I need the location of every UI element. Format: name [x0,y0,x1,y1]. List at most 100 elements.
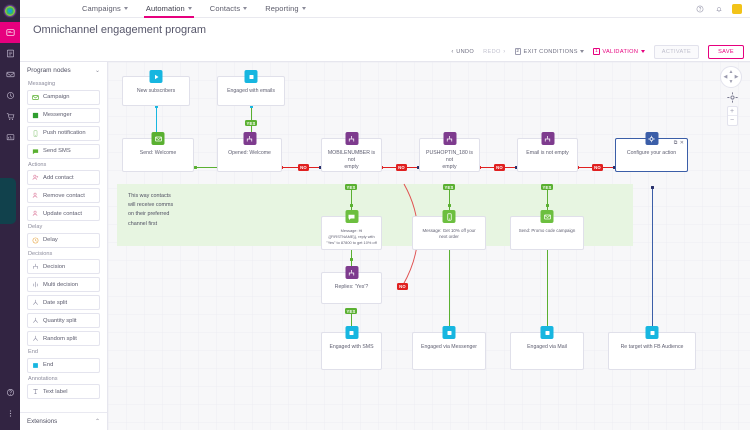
notification-bell-icon[interactable] [713,3,724,14]
node-pushoptin-not-empty[interactable]: PUSHOPTIN_180 is not empty [419,132,480,172]
redo-label: REDO [483,48,501,55]
node-label: Message: Hi {{FIRSTNAME}}, reply with "Y… [326,228,377,245]
node-retarget-fb-audience[interactable]: Re target with FB Audience [608,326,696,370]
node-message-sms[interactable]: Message: Hi {{FIRSTNAME}}, reply with "Y… [321,210,382,250]
palette-item-quantity-split[interactable]: Quantity split [27,313,100,328]
node-send-welcome[interactable]: Send: Welcome [122,132,194,172]
chevron-down-icon [301,7,306,10]
palette-item-campaign[interactable]: Campaign [27,89,100,105]
redo-button[interactable]: REDO › [483,49,505,55]
pan-control[interactable]: ▲ ▼ ◀ ▶ [720,66,742,88]
top-navigation: Campaigns Automation Contacts Reporting [20,0,750,18]
pan-down-button[interactable]: ▼ [728,79,734,85]
palette-item-messenger[interactable]: Messenger [27,107,100,123]
pan-up-button[interactable]: ▲ [728,69,734,75]
extensions-section[interactable]: Extensions ⌃ [20,412,107,430]
palette-item-label: Remove contact [43,192,85,199]
topnav-item-contacts[interactable]: Contacts [210,0,248,18]
decision-icon [32,263,39,270]
topnav-item-reporting[interactable]: Reporting [265,0,306,18]
node-message-push[interactable]: Message: Get 10% off your next order [412,210,486,250]
push-icon [442,210,456,223]
node-email-not-empty[interactable]: Email is not empty [517,132,578,172]
edge-port [349,258,353,261]
exit-conditions-button[interactable]: 2 EXIT CONDITIONS [514,48,585,55]
node-replies-yes[interactable]: Replies: 'Yes'? [321,266,382,304]
palette-item-date-split[interactable]: Date split [27,295,100,310]
zoom-out-button[interactable]: − [729,117,735,124]
node-engaged-with-sms[interactable]: Engaged with SMS [321,326,382,370]
messenger-icon [32,112,39,119]
palette-item-delay[interactable]: Delay [27,232,100,248]
branch-label-no: NO [397,283,408,290]
node-mobilenumber-not-empty[interactable]: MOBILENUMBER is not empty [321,132,382,172]
campaigns-icon [5,28,15,37]
palette-item-label: Campaign [43,94,70,100]
pan-right-button[interactable]: ▶ [734,74,739,80]
node-new-subscribers[interactable]: New subscribers [122,70,190,106]
rail-item-automation[interactable] [0,85,20,106]
rail-item-more[interactable] [0,403,20,424]
rail-item-templates[interactable] [0,43,20,64]
save-button[interactable]: SAVE [708,44,744,59]
flow-canvas[interactable]: This way contacts will receive comms on … [108,62,750,430]
edge-no-to-configure-action [603,167,615,168]
topnav-item-campaigns[interactable]: Campaigns [82,0,128,18]
undo-button[interactable]: ‹ UNDO [451,49,474,55]
palette-item-send-sms[interactable]: Send SMS [27,143,100,159]
automation-icon [6,91,15,100]
palette-item-update-contact[interactable]: Update contact [27,206,100,221]
node-configure-your-action[interactable]: ⧉ ✕ Configure your action [615,132,688,172]
validation-button[interactable]: 1 VALIDATION [593,48,645,55]
palette-group-delay: Delay [28,224,43,230]
zoom-in-button[interactable]: + [727,107,737,116]
rail-item-messages[interactable] [0,64,20,85]
palette-item-remove-contact[interactable]: Remove contact [27,188,100,203]
node-engaged-via-mail[interactable]: Engaged via Mail [510,326,584,370]
end-icon [442,326,456,339]
duplicate-icon[interactable]: ⧉ [673,140,678,146]
edge-port [515,165,518,169]
node-opened-welcome[interactable]: Opened: Welcome [217,132,282,172]
palette-item-push-notification[interactable]: Push notification [27,125,100,141]
campaign-icon [151,132,165,145]
palette-item-end[interactable]: End [27,357,100,373]
palette-item-label: Update contact [43,210,82,217]
brand-logo[interactable] [0,0,20,22]
palette-item-multi-decision[interactable]: Multi decision [27,277,100,292]
activate-button[interactable]: ACTIVATE [653,44,700,59]
palette-item-label: Delay [43,237,58,243]
palette-item-add-contact[interactable]: Add contact [27,170,100,185]
rail-item-commerce[interactable] [0,106,20,127]
branch-label-yes: YES [443,184,455,190]
edge-port [613,165,616,169]
topnav-item-automation[interactable]: Automation [143,0,194,18]
help-circle-icon[interactable] [694,3,705,14]
node-send-promo-code-campaign[interactable]: Send: Promo code campaign [510,210,584,250]
edge-new-subscribers-to-send-welcome [156,106,157,138]
chevron-down-icon[interactable]: ⌄ [94,68,100,74]
palette-item-random-split[interactable]: Random split [27,331,100,346]
rail-item-campaigns[interactable] [0,22,20,43]
update-contact-icon [32,210,39,217]
branch-label-no: NO [494,163,505,171]
palette-item-text-label[interactable]: Text label [27,384,100,399]
node-engaged-via-messenger[interactable]: Engaged via Messenger [412,326,486,370]
close-icon[interactable]: ✕ [679,140,684,146]
pan-left-button[interactable]: ◀ [723,74,728,80]
rail-item-reports[interactable] [0,127,20,148]
edge-port [154,105,158,108]
rail-item-help[interactable] [0,382,20,403]
chevron-up-icon[interactable]: ⌃ [94,419,100,425]
node-label: Replies: 'Yes'? [334,284,369,290]
program-nodes-header[interactable]: Program nodes ⌄ [20,62,107,78]
node-label: Engaged via Messenger [421,344,477,350]
zoom-controls[interactable]: + − [726,106,738,126]
node-engaged-with-emails[interactable]: Engaged with emails [217,70,285,106]
user-avatar[interactable] [732,3,742,14]
exit-conditions-label: EXIT CONDITIONS [523,48,578,55]
edge-sms-message-to-replies [351,250,352,272]
edge-configure-action-to-retarget [652,188,653,330]
palette-item-decision[interactable]: Decision [27,259,100,274]
recenter-button[interactable] [726,91,738,103]
